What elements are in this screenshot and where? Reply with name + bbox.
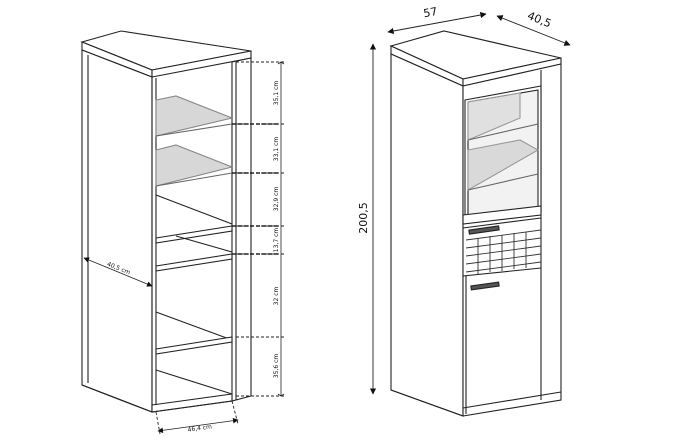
segment-label-1: 35,1 cm	[273, 81, 280, 106]
depth-label: 40,5	[526, 9, 554, 30]
right-cabinet	[369, 11, 571, 417]
segment-label-5: 32 cm	[273, 287, 280, 306]
left-cabinet	[80, 30, 285, 435]
segment-label-2: 33,1 cm	[273, 137, 280, 162]
segment-label-3: 32,9 cm	[273, 187, 280, 212]
height-label: 200,5	[357, 202, 370, 234]
inner-width-label: 46,4 cm	[187, 423, 212, 433]
segment-label-6: 35,6 cm	[273, 354, 280, 379]
segment-label-4: 13,7 cm	[273, 228, 280, 253]
width-label: 57	[422, 5, 438, 20]
